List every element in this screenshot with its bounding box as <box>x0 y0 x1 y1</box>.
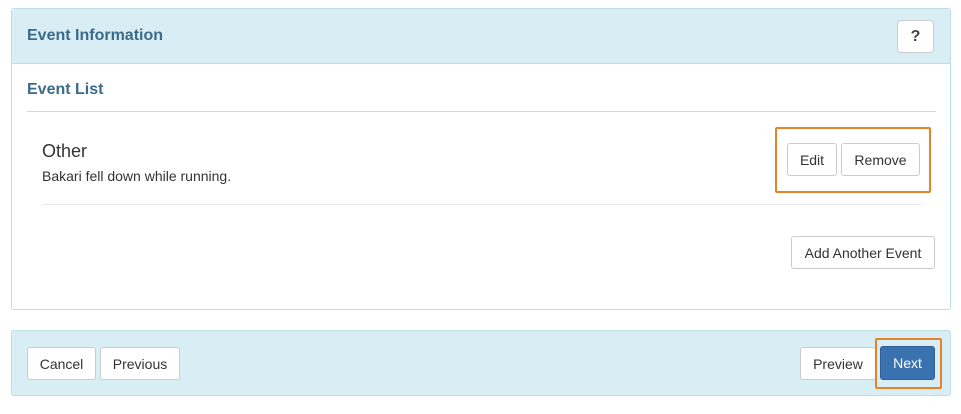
panel-title: Event Information <box>27 27 164 44</box>
panel-header: Event Information ? <box>12 9 950 64</box>
preview-button[interactable]: Preview <box>800 347 876 380</box>
event-name: Other <box>42 141 88 161</box>
edit-event-button[interactable]: Edit <box>787 143 837 176</box>
remove-event-button[interactable]: Remove <box>841 143 920 176</box>
help-button[interactable]: ? <box>897 20 934 53</box>
event-divider <box>42 204 921 205</box>
previous-button[interactable]: Previous <box>100 347 180 380</box>
cancel-button[interactable]: Cancel <box>27 347 96 380</box>
event-list-title: Event List <box>27 81 104 98</box>
next-button[interactable]: Next <box>880 346 935 380</box>
list-divider <box>27 111 936 112</box>
add-another-event-button[interactable]: Add Another Event <box>791 236 935 269</box>
event-description: Bakari fell down while running. <box>42 168 232 184</box>
